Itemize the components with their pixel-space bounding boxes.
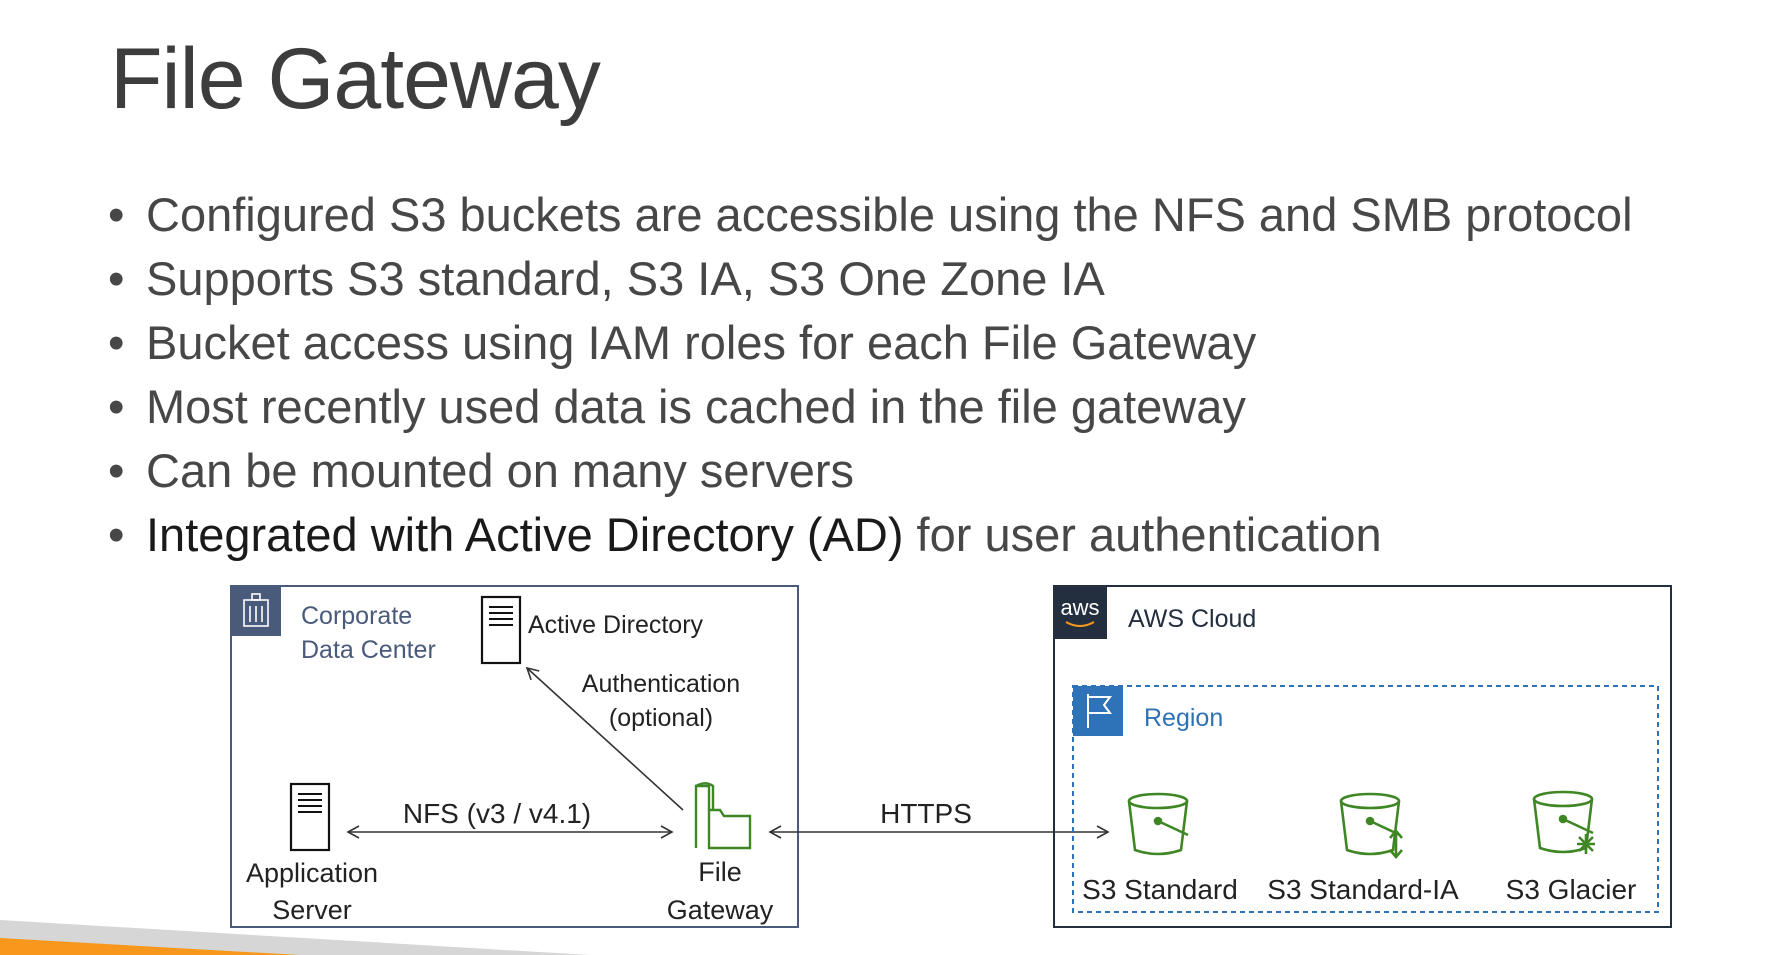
slide-title: File Gateway bbox=[110, 31, 601, 127]
bullet-item: •Supports S3 standard, S3 IA, S3 One Zon… bbox=[108, 252, 1105, 305]
bullet-item: •Integrated with Active Directory (AD) f… bbox=[108, 508, 1382, 561]
s3-standard-bucket-icon bbox=[1127, 792, 1189, 856]
bullet-item: •Bucket access using IAM roles for each … bbox=[108, 316, 1257, 369]
bullet-item: •Configured S3 buckets are accessible us… bbox=[108, 188, 1633, 241]
s3-glacier-label: S3 Glacier bbox=[1506, 874, 1637, 905]
region-header-badge bbox=[1073, 686, 1123, 736]
s3-standard-ia-bucket-icon bbox=[1339, 792, 1403, 859]
bullet-item: •Can be mounted on many servers bbox=[108, 444, 854, 497]
aws-cloud-box bbox=[1053, 585, 1672, 928]
aws-logo-badge bbox=[1054, 586, 1107, 639]
bullet-list: •Configured S3 buckets are accessible us… bbox=[108, 183, 1633, 567]
flag-icon bbox=[1087, 694, 1112, 728]
aws-logo-icon: aws bbox=[1060, 595, 1099, 620]
building-icon bbox=[243, 593, 269, 627]
bullet-text: Configured S3 buckets are accessible usi… bbox=[146, 188, 1633, 241]
active-directory-label: Active Directory bbox=[528, 611, 704, 639]
corporate-label-line1: Corporate bbox=[301, 602, 412, 630]
auth-label-line1: Authentication bbox=[582, 670, 740, 698]
aws-smile-icon bbox=[1065, 621, 1095, 627]
auth-arrow bbox=[525, 666, 684, 811]
corporate-label-line2: Data Center bbox=[301, 636, 436, 664]
active-directory-server-icon bbox=[480, 595, 522, 665]
file-gateway-icon bbox=[694, 782, 752, 850]
corporate-box bbox=[230, 585, 799, 928]
aws-cloud-label: AWS Cloud bbox=[1128, 605, 1256, 633]
bullet-text: Supports S3 standard, S3 IA, S3 One Zone… bbox=[146, 252, 1105, 305]
application-server-icon bbox=[289, 782, 331, 852]
grey-band bbox=[0, 920, 590, 955]
aws-cloud-group: aws AWS Cloud bbox=[1053, 585, 1672, 928]
bullet-text: Most recently used data is cached in the… bbox=[146, 380, 1246, 433]
app-server-label-line1: Application bbox=[246, 858, 378, 888]
bullet-text-strong: Integrated with Active Directory (AD) bbox=[146, 508, 904, 561]
file-gateway-label-line2: Gateway bbox=[667, 895, 774, 925]
bullet-text: Can be mounted on many servers bbox=[146, 444, 854, 497]
app-server-label-line2: Server bbox=[272, 895, 352, 925]
bullet-text: for user authentication bbox=[903, 508, 1382, 561]
bullet-text: Bucket access using IAM roles for each F… bbox=[146, 316, 1257, 369]
nfs-label: NFS (v3 / v4.1) bbox=[403, 798, 591, 829]
auth-label-line2: (optional) bbox=[609, 704, 713, 732]
https-label: HTTPS bbox=[880, 798, 972, 829]
region-group: Region bbox=[1072, 685, 1659, 913]
region-box bbox=[1072, 685, 1659, 913]
orange-band bbox=[0, 938, 300, 955]
s3-standard-ia-label: S3 Standard-IA bbox=[1267, 874, 1459, 905]
s3-standard-label: S3 Standard bbox=[1082, 874, 1238, 905]
corporate-data-center-group: Corporate Data Center bbox=[230, 585, 799, 928]
region-label: Region bbox=[1144, 704, 1223, 732]
bullet-item: •Most recently used data is cached in th… bbox=[108, 380, 1246, 433]
s3-glacier-bucket-icon bbox=[1532, 790, 1595, 854]
file-gateway-label-line1: File bbox=[698, 857, 742, 887]
